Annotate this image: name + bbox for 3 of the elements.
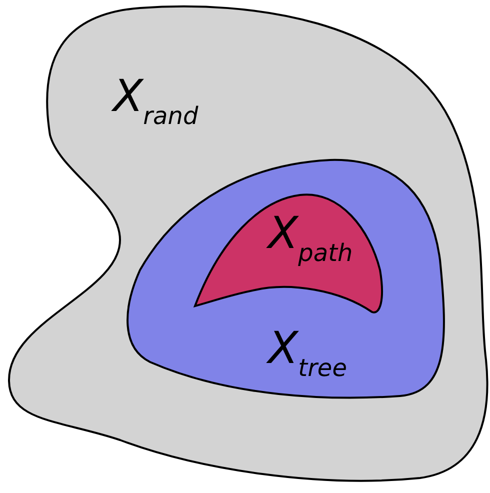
set-label: X$_{path}$ — [268, 212, 353, 266]
set-label: X$_{tree}$ — [268, 327, 347, 380]
set-label: X$_{rand}$ — [113, 75, 198, 128]
